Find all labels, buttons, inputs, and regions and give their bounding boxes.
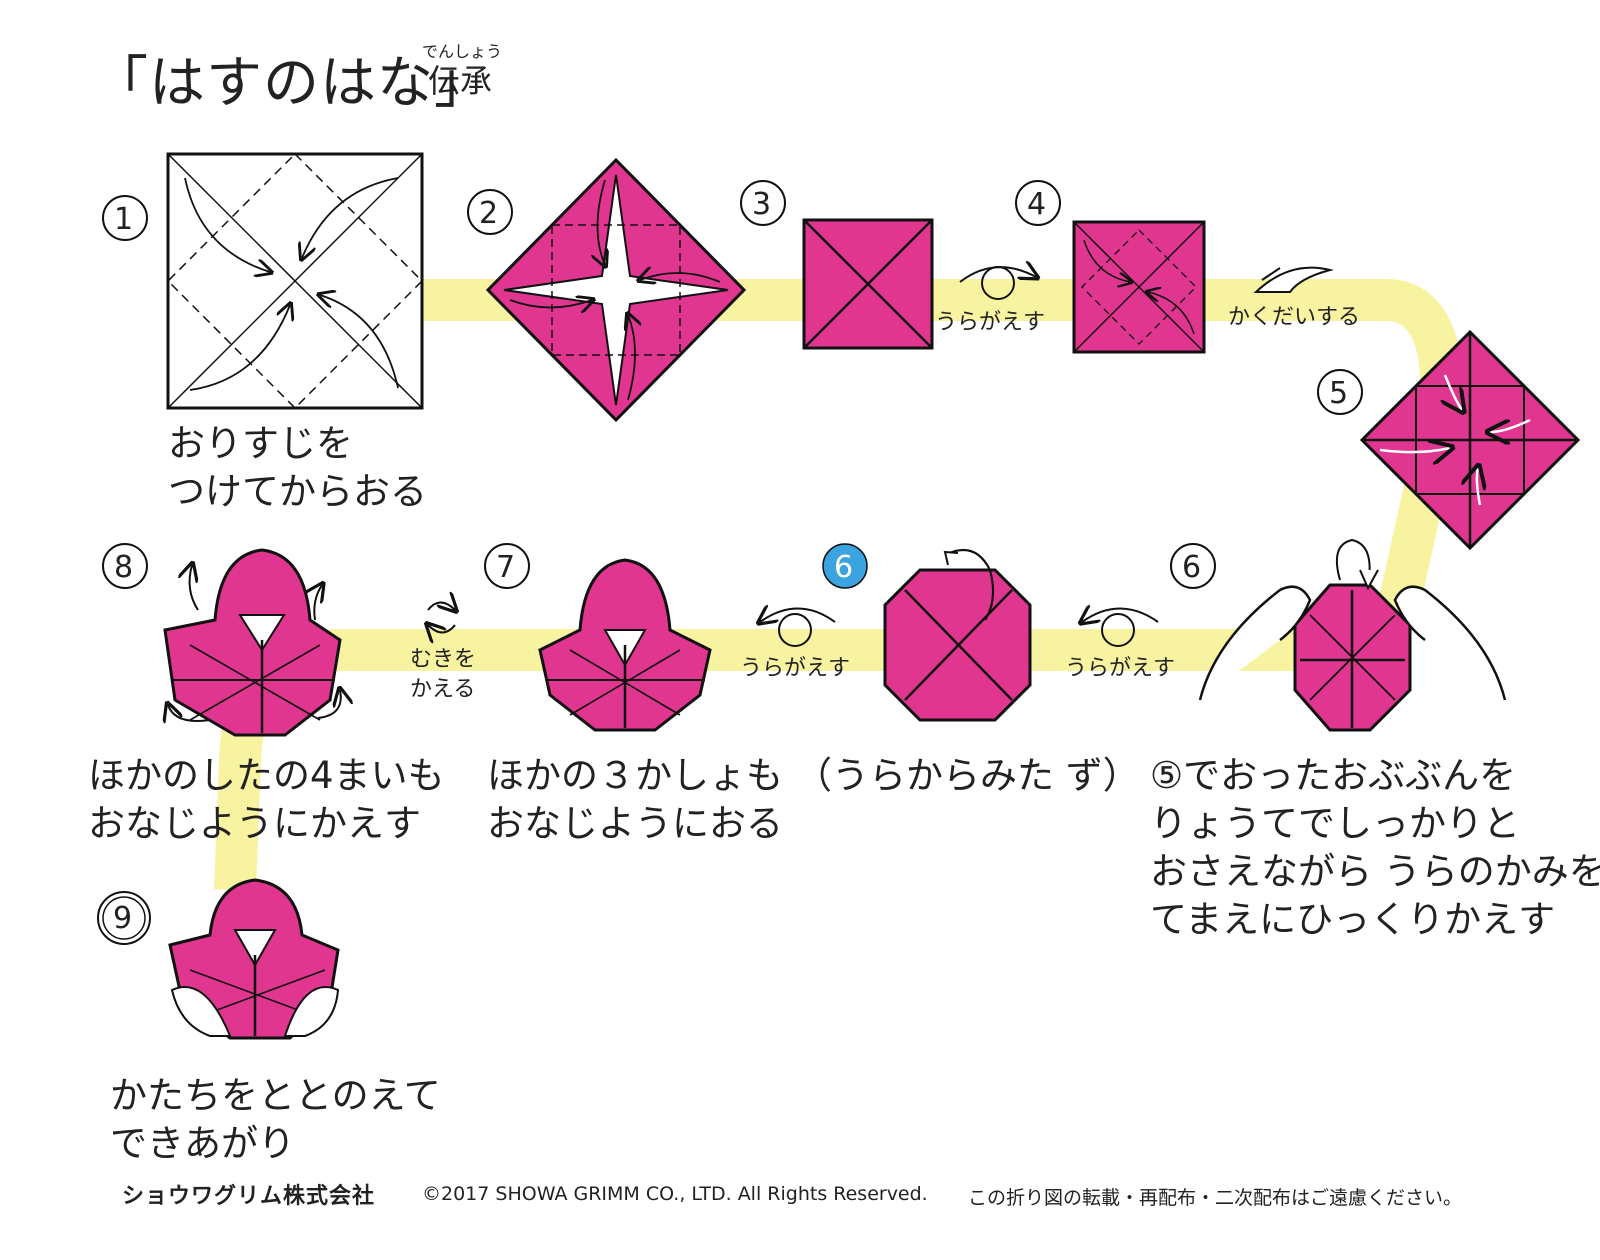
step-number-6: 6 [1182,550,1202,585]
step-number-9: 9 [113,901,133,936]
step-badge-9 [97,891,151,945]
flip-arrow-icon [959,267,1036,300]
step-number-1: 1 [114,202,134,237]
step9-figure [168,878,340,1040]
step-badge-8 [102,543,148,589]
step-number-4: 4 [1027,187,1047,222]
flip-arrow-icon [760,609,836,647]
copyright-text: ©2017 SHOWA GRIMM CO., LTD. All Rights R… [422,1183,928,1205]
step8-caption: ほかのしたの4まいも おなじようにかえす [88,754,445,845]
enlarge-icon [1253,266,1331,293]
step-number-5: 5 [1329,376,1349,411]
step6-back-caption: （うらからみた ず） [795,754,1140,797]
flip-label-1: うらがえす [935,310,1046,335]
step-badge-6-back [822,543,868,589]
flip-arrow-icon [1082,609,1159,647]
subtitle-ruby: でんしょう [422,42,503,61]
step6-caption: ⑤でおったおぶぶんを りょうてでしっかりと おさえながら うらのかみを てまえに… [1150,754,1600,941]
step3-figure [802,218,934,350]
step6-figure [1198,538,1507,732]
rotate-label: むきを かえる [410,647,477,702]
enlarge-label: かくだいする [1228,305,1361,330]
step-badge-6 [1170,543,1216,589]
subtitle: 伝承 [428,62,493,100]
rotate-icon [428,603,455,633]
step2-figure [485,157,747,423]
flip-label-3: うらがえす [1065,656,1176,681]
step-number-2: 2 [479,196,499,231]
step-number-6-back: 6 [834,550,854,585]
flip-label-2: うらがえす [740,656,851,681]
step-number-8: 8 [114,550,134,585]
step5-figure [1359,329,1581,551]
notice-text: この折り図の転載・再配布・二次配布はご遠慮ください。 [968,1187,1463,1209]
step8-figure [165,548,341,737]
step9-caption: かたちをととのえて できあがり [110,1074,441,1165]
step7-figure [538,558,712,732]
step-number-3: 3 [752,187,772,222]
step1-figure [166,152,424,410]
step1-caption: おりすじを つけてからおる [168,422,427,513]
page-title: 「はすのはな」 [92,51,491,116]
step-number-7: 7 [496,550,516,585]
step-badge-2 [467,189,513,235]
step-badge-1 [102,195,148,241]
step7-caption: ほかの３かしょも おなじようにおる [487,754,783,845]
step-badge-5 [1317,369,1363,415]
step-badge-7 [484,543,530,589]
company-logo: ショウワグリム株式会社 [122,1184,376,1209]
step6-back-figure [883,548,1032,722]
step4-figure [1072,220,1206,354]
step-badge-4 [1015,180,1061,226]
step-badge-3 [740,180,786,226]
